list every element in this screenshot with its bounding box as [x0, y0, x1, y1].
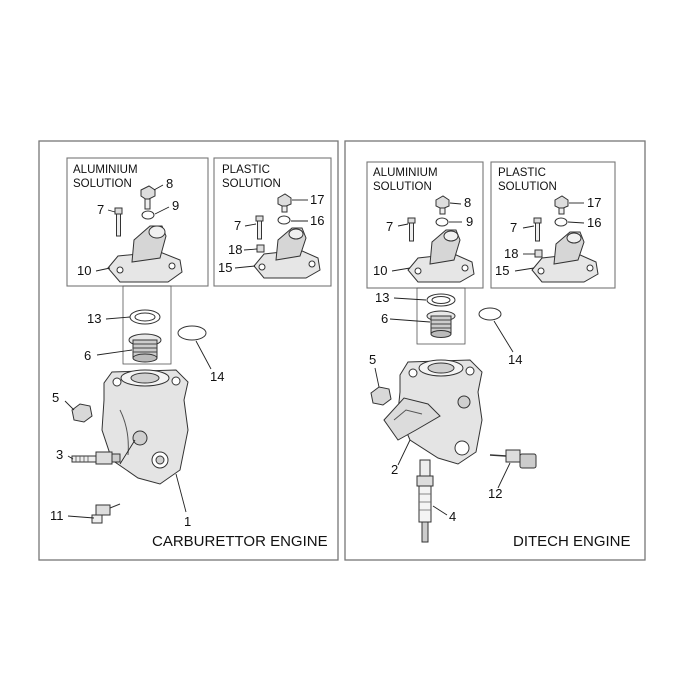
callout-number: 11: [50, 508, 64, 523]
carb-bolt-7: [114, 207, 123, 237]
ditech-aluminium-cover: [407, 229, 475, 283]
callout-number: 13: [87, 311, 101, 326]
callout-number: 6: [381, 311, 388, 326]
callout-number: 10: [373, 263, 387, 278]
carb-nut-5: [71, 403, 93, 423]
callout-number: 12: [488, 486, 502, 501]
ditech-leader-lines: [374, 202, 585, 516]
carb-leader-lines: [64, 184, 308, 519]
ditech-aluminium-title-1: ALUMINIUM: [373, 167, 438, 179]
carb-plastic-inset: [213, 157, 332, 287]
callout-number: 16: [310, 213, 324, 228]
carb-thermostat-6: [128, 333, 162, 363]
ditech-panel-frame: [344, 140, 646, 561]
ditech-plastic-title-2: SOLUTION: [498, 181, 557, 193]
callout-number: 10: [77, 263, 91, 278]
callout-number: 15: [218, 260, 232, 275]
ditech-nut-18: [534, 249, 543, 258]
ditech-gasket-13: [426, 293, 456, 307]
ditech-bolt-7: [407, 217, 416, 242]
carb-bolt-8: [140, 185, 156, 210]
callout-number: 7: [510, 220, 517, 235]
ditech-thermostat-housing: [397, 359, 483, 465]
ditech-washer-9: [435, 217, 449, 227]
carb-aluminium-title-1: ALUMINIUM: [73, 164, 138, 176]
callout-number: 8: [166, 176, 173, 191]
ditech-nut-5: [370, 386, 392, 406]
callout-number: 14: [210, 369, 224, 384]
ditech-aluminium-title-2: SOLUTION: [373, 181, 432, 193]
ditech-spark-plug-4: [416, 459, 434, 543]
ditech-bolt-7b: [533, 217, 542, 242]
callout-number: 13: [375, 290, 389, 305]
callout-number: 4: [449, 509, 456, 524]
carburettor-panel-frame: [38, 140, 339, 561]
ditech-sensor-12: [489, 449, 537, 469]
carb-temp-sensor-3: [71, 451, 121, 465]
callout-number: 8: [464, 195, 471, 210]
callout-number: 5: [369, 352, 376, 367]
ditech-washer-16: [554, 217, 568, 227]
ditech-oring-14: [478, 307, 502, 321]
carb-oring-14: [177, 325, 207, 341]
carb-plastic-cover: [253, 227, 321, 279]
callout-number: 2: [391, 462, 398, 477]
callout-number: 1: [184, 514, 191, 529]
carb-plastic-title-2: SOLUTION: [222, 178, 281, 190]
ditech-bolt-17: [554, 195, 569, 215]
callout-number: 7: [386, 219, 393, 234]
callout-number: 3: [56, 447, 63, 462]
ditech-plastic-title-1: PLASTIC: [498, 167, 546, 179]
ditech-engine-label: DITECH ENGINE: [513, 533, 631, 550]
carb-aluminium-title-2: SOLUTION: [73, 178, 132, 190]
callout-number: 9: [172, 198, 179, 213]
ditech-bolt-8: [435, 195, 450, 215]
carb-callouts: 8 9 7 10 17 16 7 18 15 13 6 14 5 3 11 1: [50, 176, 324, 529]
ditech-callouts: 8 9 7 10 17 16 7 18 15 13 6 14 5 2 12 4: [369, 195, 601, 524]
carb-washer-9: [141, 210, 155, 220]
callout-number: 18: [228, 242, 242, 257]
ditech-thermostat-6: [426, 310, 456, 338]
callout-number: 17: [587, 195, 601, 210]
callout-number: 9: [466, 214, 473, 229]
carb-washer-16: [277, 215, 291, 225]
carb-exploded-guide: [122, 285, 172, 365]
callout-number: 6: [84, 348, 91, 363]
carb-thermostat-housing-1: [101, 369, 189, 485]
ditech-plastic-inset: [490, 161, 616, 289]
carb-aluminium-cover: [107, 225, 183, 283]
carb-plastic-title-1: PLASTIC: [222, 164, 270, 176]
carb-bolt-17: [277, 193, 292, 213]
ditech-plastic-cover: [531, 231, 599, 283]
carburettor-engine-label: CARBURETTOR ENGINE: [152, 533, 328, 550]
carb-nut-18: [256, 244, 265, 253]
ditech-exploded-guide: [416, 287, 466, 345]
callout-number: 7: [234, 218, 241, 233]
callout-number: 17: [310, 192, 324, 207]
callout-number: 16: [587, 215, 601, 230]
callout-number: 18: [504, 246, 518, 261]
ditech-bracket-2: [383, 397, 441, 441]
carb-bolt-7b: [255, 215, 264, 240]
carb-temp-sender-11: [91, 503, 121, 524]
callout-number: 5: [52, 390, 59, 405]
callout-number: 7: [97, 202, 104, 217]
callout-number: 15: [495, 263, 509, 278]
callout-number: 14: [508, 352, 522, 367]
